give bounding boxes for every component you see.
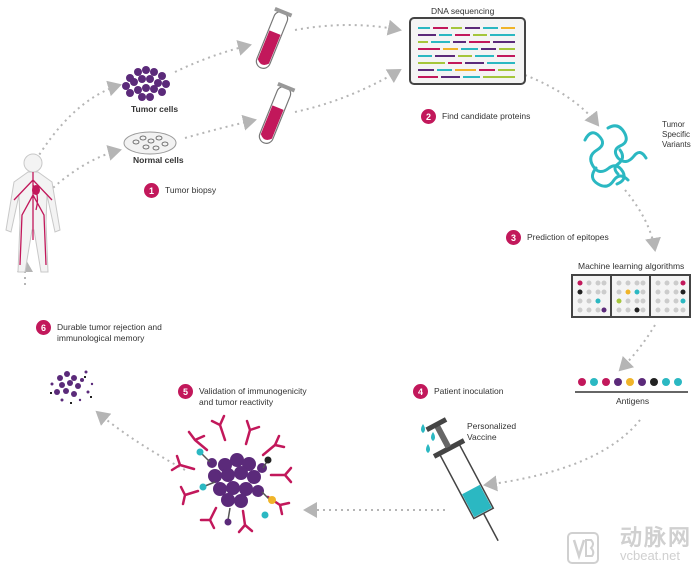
watermark-url: vcbeat.net [619,548,680,563]
watermark-logo-space [584,530,616,560]
arrow-body-to-tumor [29,80,122,171]
step-2-text: Find candidate proteins [442,111,531,121]
arrow-ml-to-antigens [618,324,656,372]
label-personalized-vaccine: Personalized Vaccine [467,421,517,442]
watermark-brand: 动脉网 [619,525,692,550]
vaccine-droplets-icon [421,424,435,453]
step-5-text: Validation of immunogenicity and tumor r… [199,386,307,407]
tumor-rejection-icon [50,370,94,402]
step-6: 6 Durable tumor rejection and immunologi… [36,320,162,344]
step-5-badge: 5 [178,384,193,399]
label-ml-algorithms: Machine learning algorithms [578,261,685,271]
step-3: 3 Prediction of epitopes [506,230,609,245]
protein-structure-icon [583,124,648,188]
arrow-tube2-to-dna [294,68,402,113]
watermark: 动脉网 vcbeat.net [584,527,692,563]
step-6-badge: 6 [36,320,51,335]
label-tumor-cells: Tumor cells [131,104,179,114]
test-tube-tumor-icon [255,6,293,69]
watermark-text: 动脉网 vcbeat.net [620,527,692,563]
antigen-dots [575,378,688,393]
step-1-badge: 1 [144,183,159,198]
test-tube-normal-icon [258,81,296,144]
step-1-text: Tumor biopsy [165,185,217,195]
label-dna-sequencing: DNA sequencing [431,6,495,16]
human-body-icon [5,153,61,273]
immune-reaction-icon [170,414,293,534]
step-3-text: Prediction of epitopes [527,232,609,242]
ml-algorithm-grid [571,274,691,318]
normal-cells-icon [123,131,177,155]
label-antigens: Antigens [616,396,650,406]
dna-sequencing-panel [409,17,526,85]
step-6-text: Durable tumor rejection and immunologica… [57,322,162,343]
arrow-tumor-to-tube [174,40,252,73]
tumor-rejection-fragments [50,376,92,404]
step-1: 1 Tumor biopsy [144,183,216,198]
arrow-dna-to-protein [524,74,600,127]
syringe-icon [425,417,499,542]
arrow-protein-to-ml [624,189,661,252]
step-4: 4 Patient inoculation [413,384,503,399]
step-4-badge: 4 [413,384,428,399]
step-3-badge: 3 [506,230,521,245]
vb-logo-icon [567,532,599,564]
step-2-badge: 2 [421,109,436,124]
label-tumor-specific-variants: Tumor Specific Variants [662,120,691,149]
step-5: 5 Validation of immunogenicity and tumor… [178,384,307,408]
label-normal-cells: Normal cells [133,155,184,165]
arrow-tube-to-dna [294,19,402,36]
step-4-text: Patient inoculation [434,386,504,396]
tumor-cells-icon [122,66,170,101]
cycle-arrows [17,19,661,518]
arrow-tcell-to-rejection [95,410,186,471]
arrow-antigens-to-syringe [483,419,641,492]
arrow-normal-to-tube [184,114,257,139]
step-2: 2 Find candidate proteins [421,109,530,124]
